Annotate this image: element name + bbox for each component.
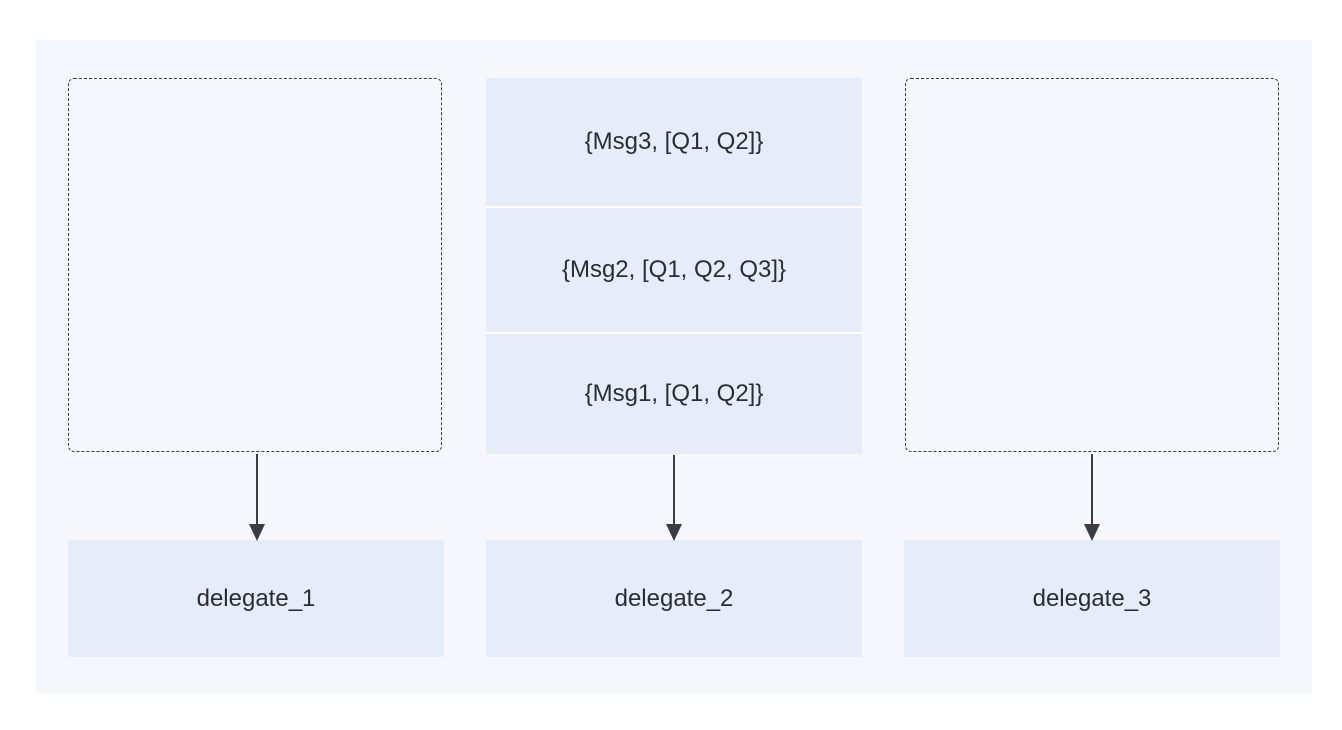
delegate-box-2: delegate_2	[486, 540, 862, 657]
queue-1-empty	[68, 78, 442, 452]
delegate-label: delegate_1	[196, 584, 316, 612]
delegate-label: delegate_2	[614, 584, 734, 612]
queue-3-empty	[905, 78, 1279, 452]
delegate-label: delegate_3	[1032, 584, 1152, 612]
delegate-box-3: delegate_3	[904, 540, 1280, 657]
delegate-box-1: delegate_1	[68, 540, 444, 657]
message-label: {Msg2, [Q1, Q2, Q3]}	[561, 256, 787, 283]
message-label: {Msg1, [Q1, Q2]}	[584, 380, 764, 407]
message-cell-msg2: {Msg2, [Q1, Q2, Q3]}	[486, 206, 862, 332]
message-cell-msg3: {Msg3, [Q1, Q2]}	[486, 78, 862, 206]
message-label: {Msg3, [Q1, Q2]}	[584, 128, 764, 155]
message-cell-msg1: {Msg1, [Q1, Q2]}	[486, 332, 862, 454]
queue-2-stack: {Msg3, [Q1, Q2]} {Msg2, [Q1, Q2, Q3]} {M…	[486, 78, 862, 454]
